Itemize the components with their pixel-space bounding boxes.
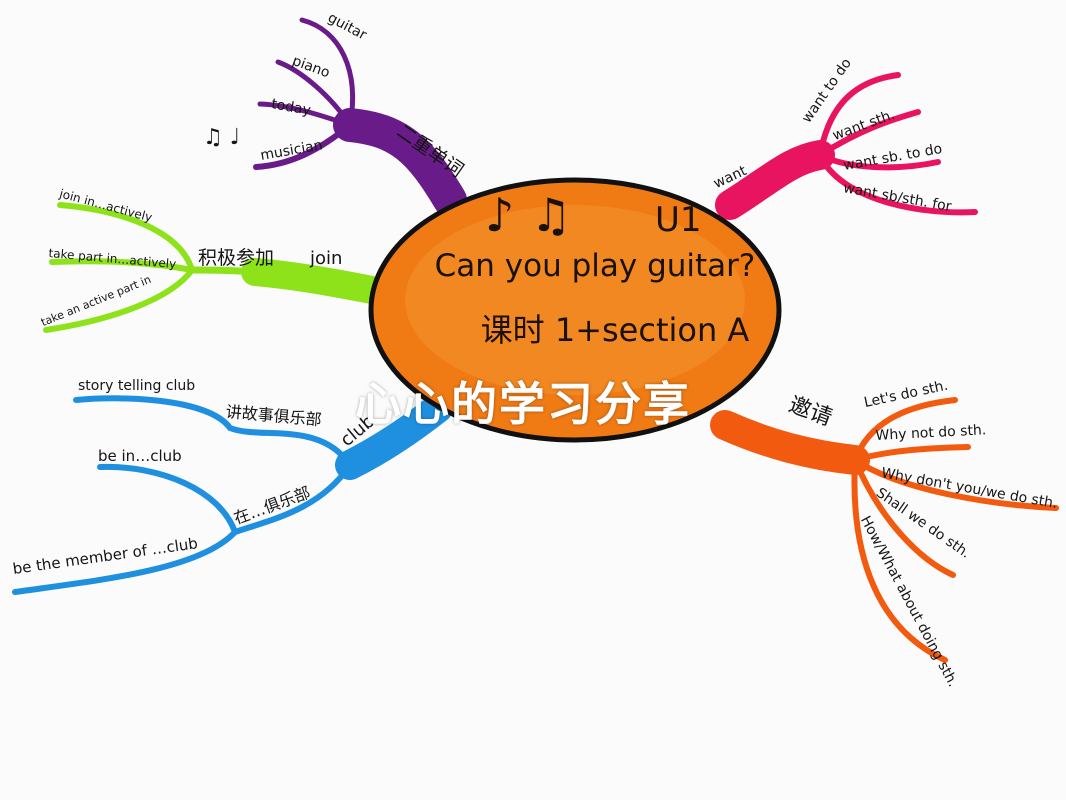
branch-invite: [710, 397, 1059, 663]
branch-words: [253, 17, 467, 217]
unit-label: U1: [655, 200, 702, 240]
central-title: Can you play guitar?: [434, 248, 756, 284]
branch-club: [12, 393, 453, 595]
branch-want: [715, 72, 978, 220]
branch-join: [43, 202, 386, 333]
central-subtitle: 课时 1+section A: [480, 311, 750, 349]
watermark: 心心的学习分享: [355, 377, 691, 431]
music-notes-decoration-icon: ♫ ♩: [203, 125, 241, 150]
music-notes-icon: ♪ ♫: [485, 188, 572, 242]
leaf-story-telling-club: story telling club: [78, 378, 196, 394]
branch-sublabel-join: 积极参加: [198, 247, 275, 269]
leaf-be-in-club: be in…club: [98, 447, 182, 465]
branch-label-join: join: [310, 248, 343, 269]
